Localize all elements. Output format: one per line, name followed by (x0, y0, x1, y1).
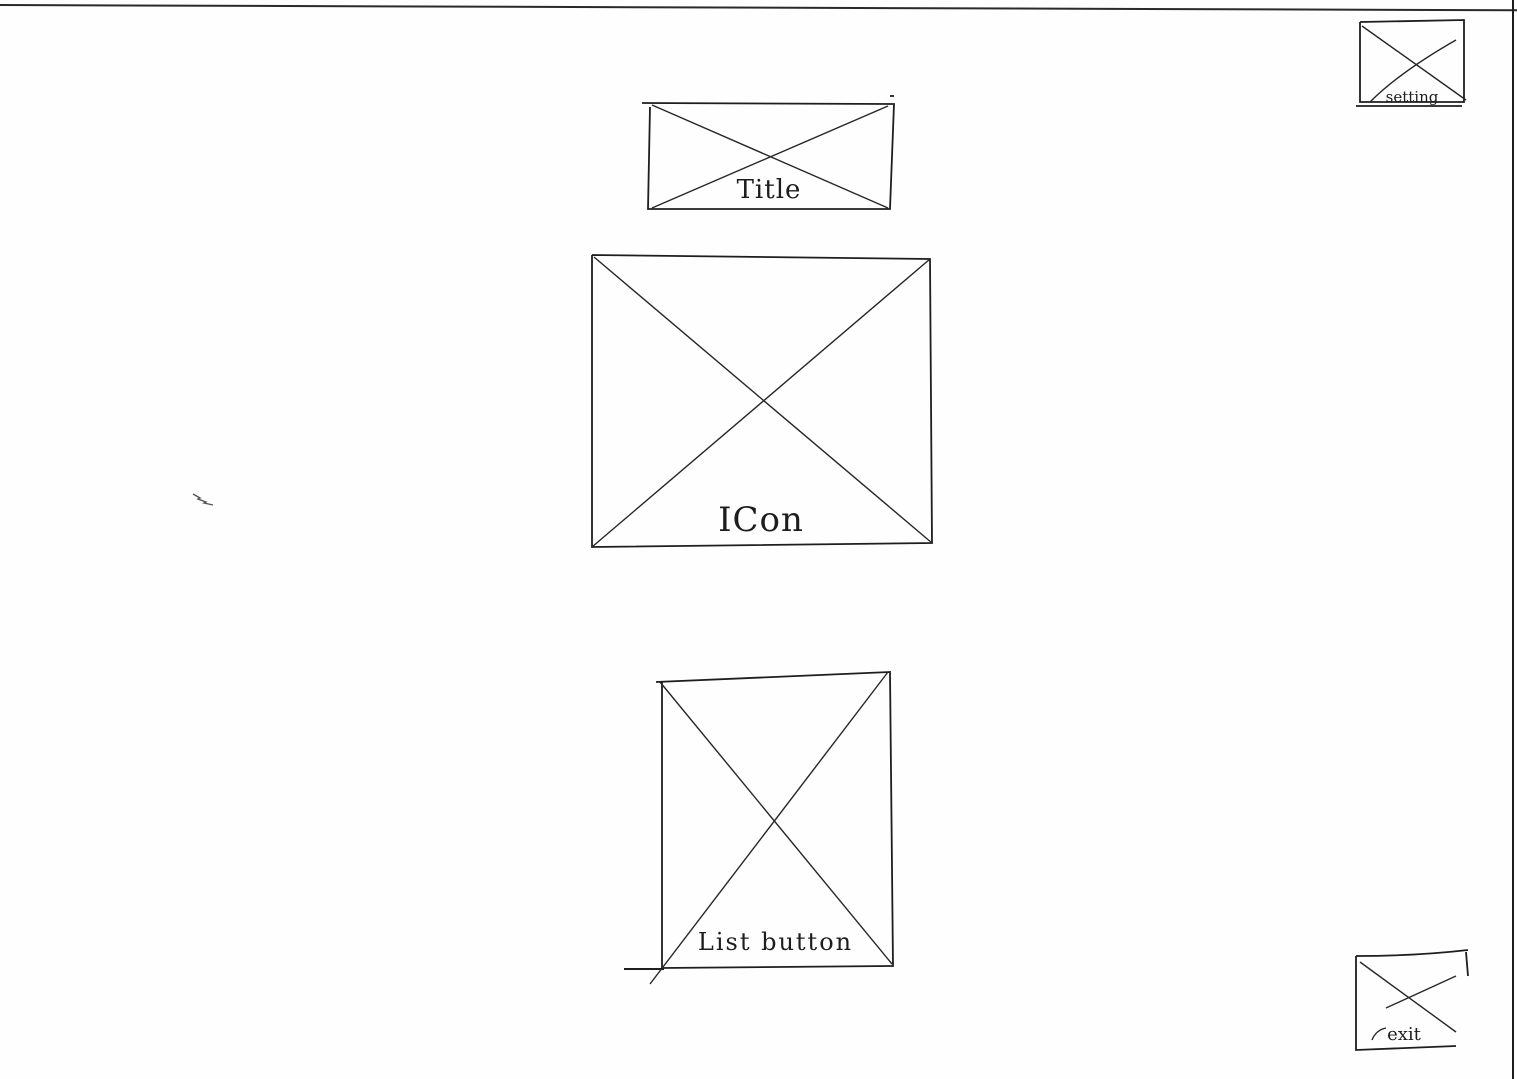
exit-button-placeholder[interactable]: exit (1355, 949, 1469, 1051)
image-placeholder-icon (641, 95, 895, 210)
icon-placeholder: ICon (590, 254, 933, 548)
icon-label: ICon (718, 500, 804, 540)
image-placeholder-icon (1356, 19, 1467, 107)
list-button-baseline-stroke (624, 968, 664, 970)
list-button-label: List button (697, 928, 854, 956)
setting-label: setting (1385, 88, 1439, 106)
list-button-placeholder[interactable]: List button (624, 671, 894, 985)
image-placeholder-icon (1355, 949, 1469, 1051)
paper-top-edge (0, 4, 1517, 12)
title-placeholder: Title (641, 95, 895, 210)
exit-label: exit (1387, 1024, 1421, 1045)
title-label: Title (736, 175, 802, 205)
image-placeholder-icon (591, 254, 933, 548)
image-placeholder-icon (649, 671, 894, 985)
paper-right-edge (1512, 0, 1514, 1079)
stray-pencil-mark (192, 493, 214, 506)
setting-button-placeholder[interactable]: setting (1356, 19, 1467, 107)
